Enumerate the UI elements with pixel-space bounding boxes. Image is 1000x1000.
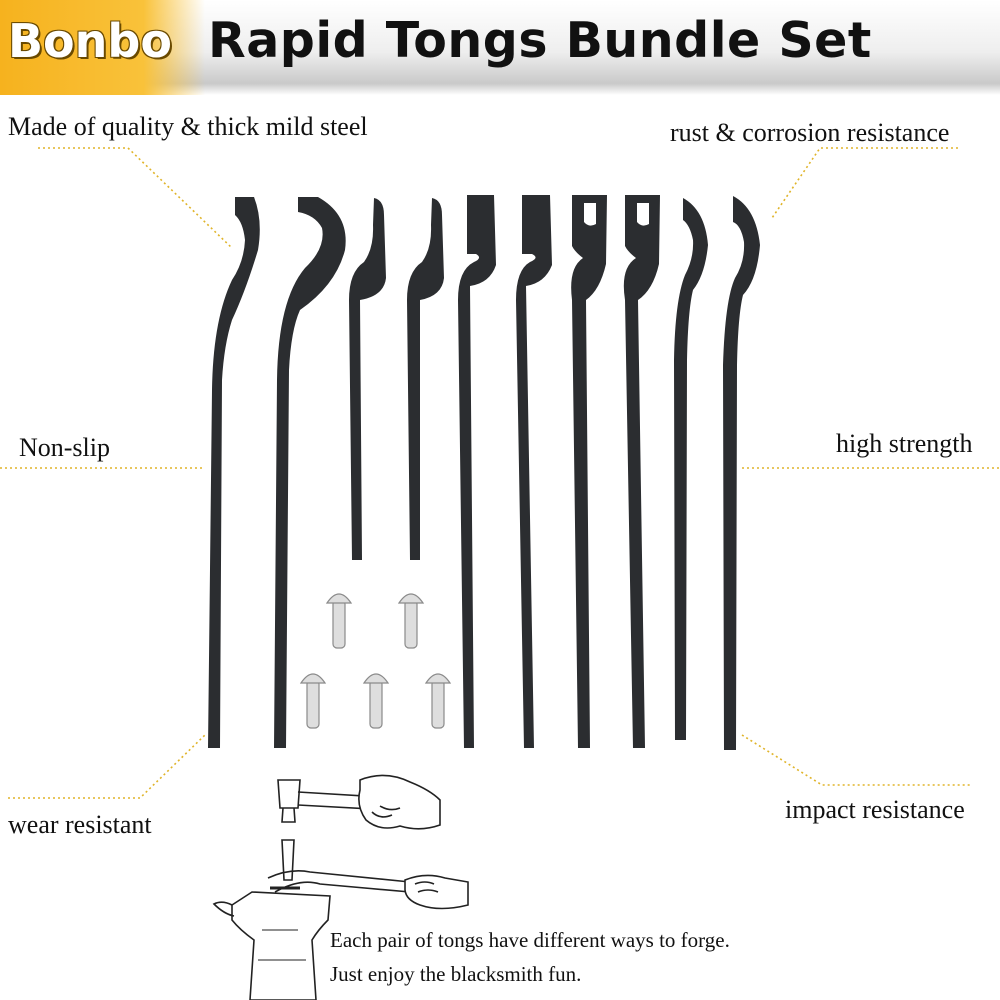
caption-line-2: Just enjoy the blacksmith fun. — [330, 962, 582, 986]
anvil — [231, 891, 331, 1000]
chisel — [281, 839, 295, 881]
hand-on-hammer — [358, 774, 441, 830]
feature-impact-resistance: impact resistance — [785, 795, 965, 824]
hammer-face — [281, 807, 296, 823]
tong-blank-flat-jaw-2 — [516, 195, 552, 748]
rivet-2 — [397, 593, 425, 649]
leader-bottom-left — [8, 734, 206, 799]
product-title: Rapid Tongs Bundle Set — [208, 12, 872, 69]
rivet-4 — [362, 673, 390, 729]
tong-blank-wolf-jaw-1 — [349, 198, 386, 560]
tongs-group — [208, 195, 760, 750]
brand-name: Bonbo — [8, 14, 172, 68]
rivet-3 — [299, 673, 327, 729]
tong-blank-wolf-jaw-2 — [407, 198, 444, 560]
rivet-5 — [424, 673, 452, 729]
leader-top-left — [38, 147, 233, 249]
blacksmith-sketch — [212, 774, 469, 1000]
tong-blank-hook-3 — [674, 198, 708, 740]
feature-rust-resistance: rust & corrosion resistance — [670, 118, 950, 147]
rivets-group — [299, 593, 452, 729]
tong-blank-hook-4 — [723, 196, 760, 750]
leader-lines — [0, 147, 1000, 799]
rivet-1 — [325, 593, 353, 649]
hammer-head — [277, 779, 301, 809]
tong-blank-hook-1 — [208, 197, 260, 748]
title-banner: Bonbo Rapid Tongs Bundle Set — [0, 0, 1000, 95]
feature-non-slip: Non-slip — [19, 433, 110, 462]
tong-blank-slot-1 — [571, 195, 607, 748]
caption-line-1: Each pair of tongs have different ways t… — [330, 928, 730, 952]
feature-high-strength: high strength — [836, 429, 973, 458]
tong-blank-flat-jaw-1 — [458, 195, 496, 748]
tong-blank-slot-2 — [623, 195, 660, 748]
feature-wear-resistant: wear resistant — [8, 810, 152, 839]
anvil-horn — [212, 901, 235, 917]
brand-badge — [0, 0, 205, 95]
feature-quality-steel: Made of quality & thick mild steel — [8, 112, 368, 141]
tong-blank-hook-2 — [274, 197, 346, 748]
leader-top-right — [771, 147, 958, 219]
leader-bottom-right — [741, 734, 972, 786]
